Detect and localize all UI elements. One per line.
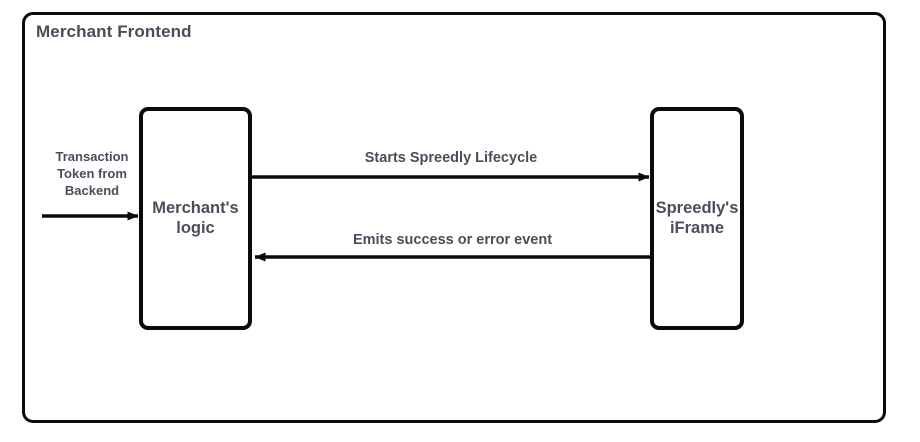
- node-merchant-logic: Merchant's logic: [139, 107, 252, 330]
- node-merchant-logic-label: Merchant's logic: [152, 199, 239, 237]
- node-spreedly-iframe-label: Spreedly's iFrame: [655, 199, 739, 237]
- container-title: Merchant Frontend: [36, 22, 192, 41]
- node-spreedly-iframe: Spreedly's iFrame: [650, 107, 744, 330]
- edge-label-emits-event: Emits success or error event: [352, 232, 553, 248]
- edge-label-transaction-token: Transaction Token from Backend: [55, 149, 129, 199]
- edge-label-starts-lifecycle: Starts Spreedly Lifecycle: [364, 150, 538, 166]
